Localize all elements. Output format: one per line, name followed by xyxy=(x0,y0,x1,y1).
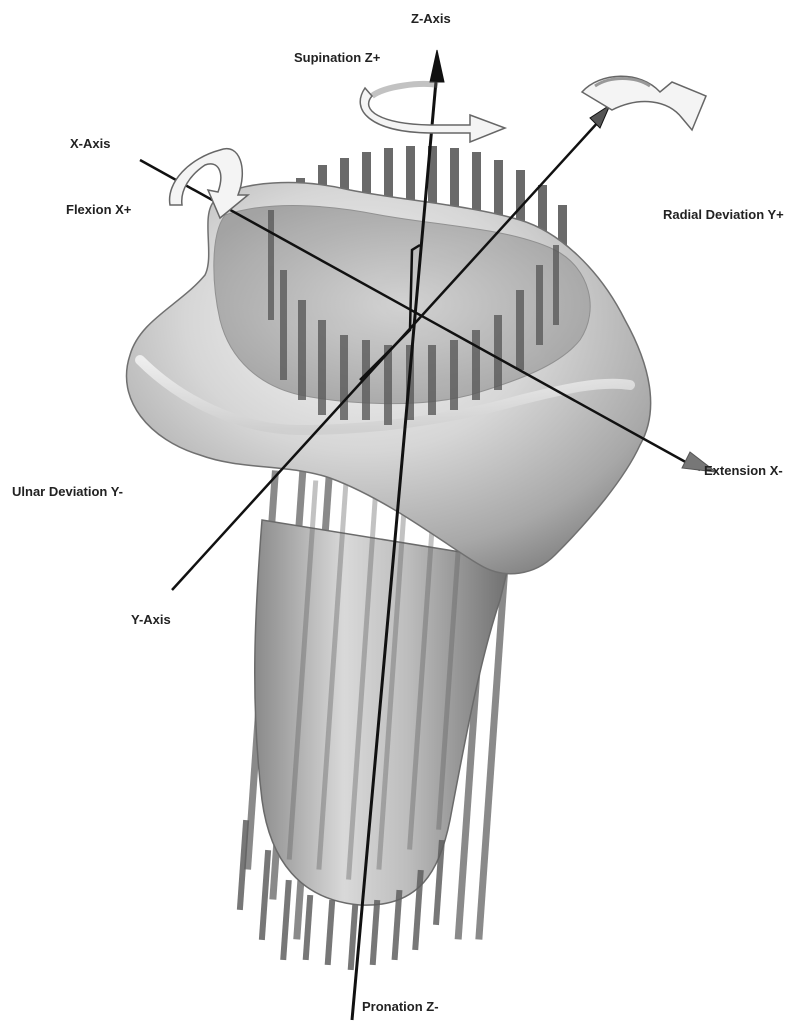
radial-deviation-label: Radial Deviation Y+ xyxy=(663,208,784,221)
pronation-label: Pronation Z- xyxy=(362,1000,439,1013)
flexion-label: Flexion X+ xyxy=(66,203,131,216)
z-axis-label: Z-Axis xyxy=(411,12,451,25)
y-axis-arrowhead xyxy=(590,105,610,128)
y-axis-label: Y-Axis xyxy=(131,613,171,626)
supination-label: Supination Z+ xyxy=(294,51,380,64)
extension-label: Extension X- xyxy=(704,464,783,477)
ulnar-deviation-label: Ulnar Deviation Y- xyxy=(12,485,123,498)
x-axis-label: X-Axis xyxy=(70,137,110,150)
z-axis-arrowhead xyxy=(430,50,444,82)
